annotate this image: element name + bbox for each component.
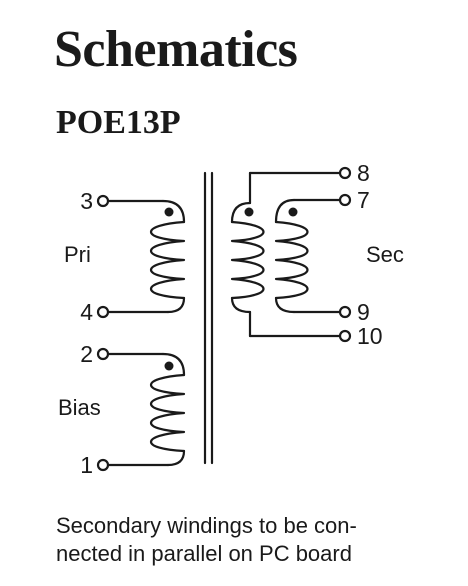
bias-label: Bias: [58, 395, 101, 420]
polarity-dot-secondary-b: [288, 207, 298, 217]
secondary-label: Sec: [366, 242, 404, 267]
pin-9-terminal: [338, 305, 352, 319]
pin-3-label: 3: [80, 188, 93, 214]
pin-10-terminal: [338, 329, 352, 343]
polarity-dot-bias: [164, 361, 174, 371]
pin-3-terminal: [96, 194, 110, 208]
pin-4-terminal: [96, 305, 110, 319]
bias-winding: [106, 352, 186, 467]
secondary-winding-a: [230, 171, 342, 338]
pin-9-label: 9: [357, 299, 370, 325]
pin-7-label: 7: [357, 187, 370, 213]
pin-1-label: 1: [80, 452, 93, 478]
page-title: Schematics: [54, 21, 298, 78]
pin-2-label: 2: [80, 341, 93, 367]
pin-2-terminal: [96, 347, 110, 361]
part-number: POE13P: [56, 104, 181, 141]
polarity-dot-secondary-a: [244, 207, 254, 217]
primary-label: Pri: [64, 242, 91, 267]
pin-1-terminal: [96, 458, 110, 472]
pin-8-terminal: [338, 166, 352, 180]
footnote-line-2: nected in parallel on PC board: [56, 541, 352, 566]
pin-10-label: 10: [357, 323, 383, 349]
secondary-winding-b: [274, 198, 342, 314]
pin-7-terminal: [338, 193, 352, 207]
footnote: Secondary windings to be con- nected in …: [56, 512, 456, 568]
pin-4-label: 4: [80, 299, 93, 325]
pin-8-label: 8: [357, 160, 370, 186]
polarity-dot-primary: [164, 207, 174, 217]
primary-winding: [106, 199, 186, 314]
footnote-line-1: Secondary windings to be con-: [56, 513, 357, 538]
